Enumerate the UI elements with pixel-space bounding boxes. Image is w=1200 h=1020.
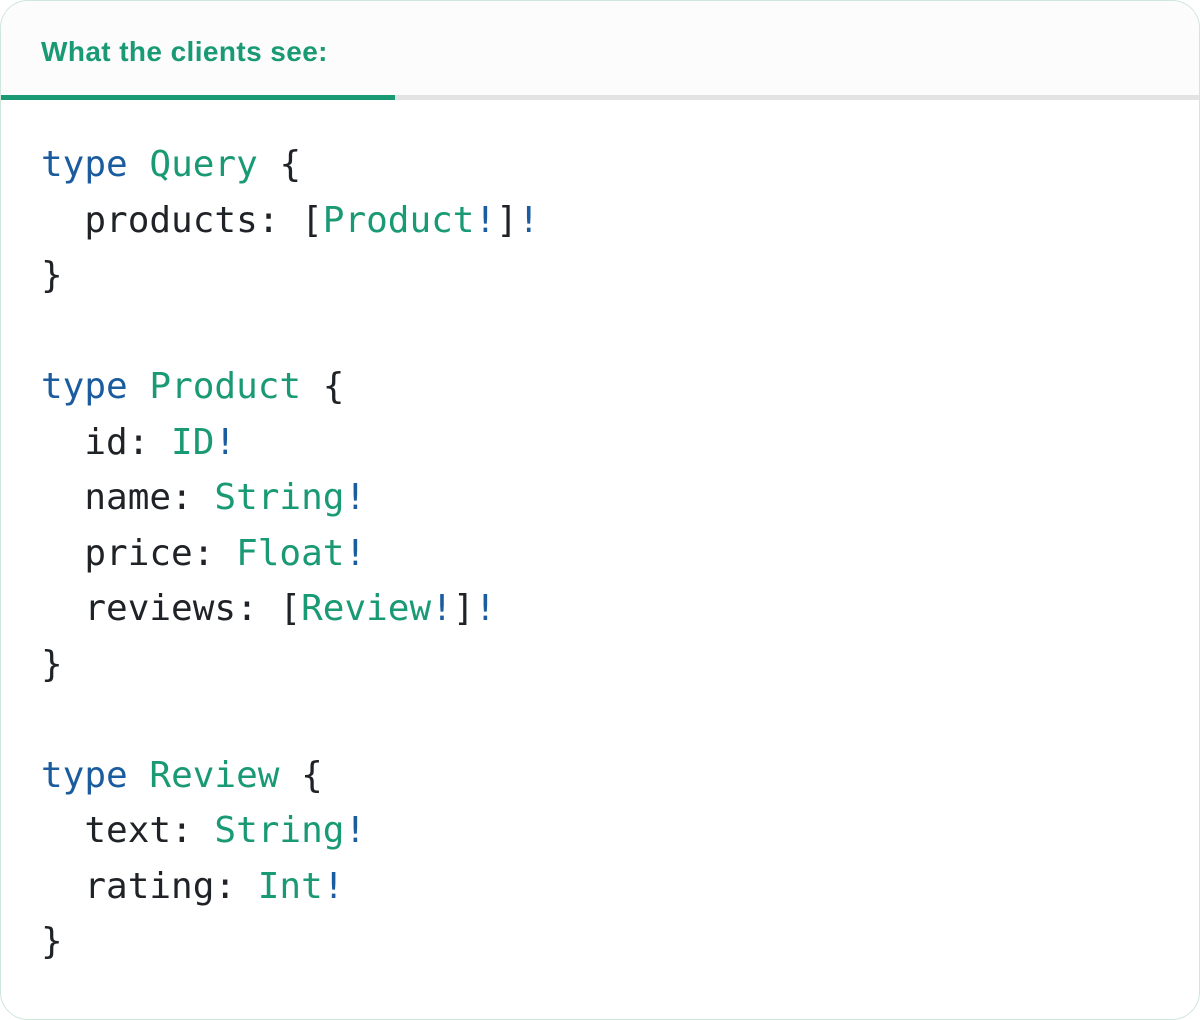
code-line: type Product { <box>41 359 1159 415</box>
code-token-plain: } <box>41 255 63 296</box>
code-token-plain: ] <box>452 588 475 629</box>
code-token-bang: ! <box>322 865 345 907</box>
code-token-type: Int <box>257 865 323 907</box>
code-token-bang: ! <box>517 199 540 241</box>
active-tab-indicator <box>1 95 395 100</box>
code-line: name: String! <box>41 470 1159 526</box>
code-token-plain: id: <box>41 421 172 463</box>
code-token-type: ID <box>171 421 215 463</box>
code-line: type Query { <box>41 137 1159 193</box>
code-line: rating: Int! <box>41 859 1159 915</box>
code-token-plain: } <box>41 643 63 685</box>
code-token-type: Review <box>301 588 432 629</box>
code-token-plain: products: [ <box>41 199 323 241</box>
code-token-plain: ] <box>496 199 518 241</box>
code-token-type: Product <box>149 366 302 407</box>
code-line: id: ID! <box>41 415 1159 471</box>
code-token-bang: ! <box>474 588 497 629</box>
tab-what-clients-see[interactable]: What the clients see: <box>41 36 328 67</box>
code-line: reviews: [Review!]! <box>41 581 1159 637</box>
code-token-type: String <box>214 810 345 851</box>
code-token-type: String <box>214 477 345 518</box>
code-line: } <box>41 637 1159 693</box>
code-token-plain: rating: <box>41 865 258 907</box>
code-token-bang: ! <box>344 532 367 574</box>
code-token-bang: ! <box>344 477 367 518</box>
code-token-type: Review <box>149 754 280 796</box>
code-token-type: Float <box>236 532 345 574</box>
code-token-keyword: type <box>41 144 128 185</box>
code-token-keyword: type <box>41 366 128 407</box>
code-token-plain <box>128 144 150 185</box>
code-line: text: String! <box>41 803 1159 859</box>
card-header: What the clients see: <box>1 1 1199 95</box>
code-line <box>41 304 1159 360</box>
code-line: price: Float! <box>41 526 1159 582</box>
code-line: } <box>41 248 1159 304</box>
code-token-bang: ! <box>431 588 453 629</box>
header-divider <box>1 95 1199 100</box>
code-token-plain <box>128 366 150 407</box>
code-line: type Review { <box>41 748 1159 804</box>
code-token-bang: ! <box>214 421 237 463</box>
code-token-plain: text: <box>41 810 215 851</box>
code-token-plain: { <box>257 144 302 185</box>
code-token-plain: price: <box>41 532 237 574</box>
code-token-bang: ! <box>344 810 367 851</box>
code-token-plain <box>128 755 150 796</box>
graphql-code-block: type Query { products: [Product!]!} type… <box>1 100 1199 970</box>
code-token-type: Product <box>322 199 475 241</box>
code-token-plain: reviews: [ <box>41 588 302 629</box>
code-token-plain: { <box>301 366 345 407</box>
code-token-keyword: type <box>41 754 128 796</box>
code-line: } <box>41 914 1159 970</box>
code-token-bang: ! <box>474 199 497 241</box>
code-token-plain: { <box>279 754 323 796</box>
code-token-type: Query <box>149 144 258 185</box>
code-token-plain: name: <box>41 477 215 518</box>
code-token-plain: } <box>41 921 63 962</box>
code-line <box>41 692 1159 748</box>
code-line: products: [Product!]! <box>41 193 1159 249</box>
